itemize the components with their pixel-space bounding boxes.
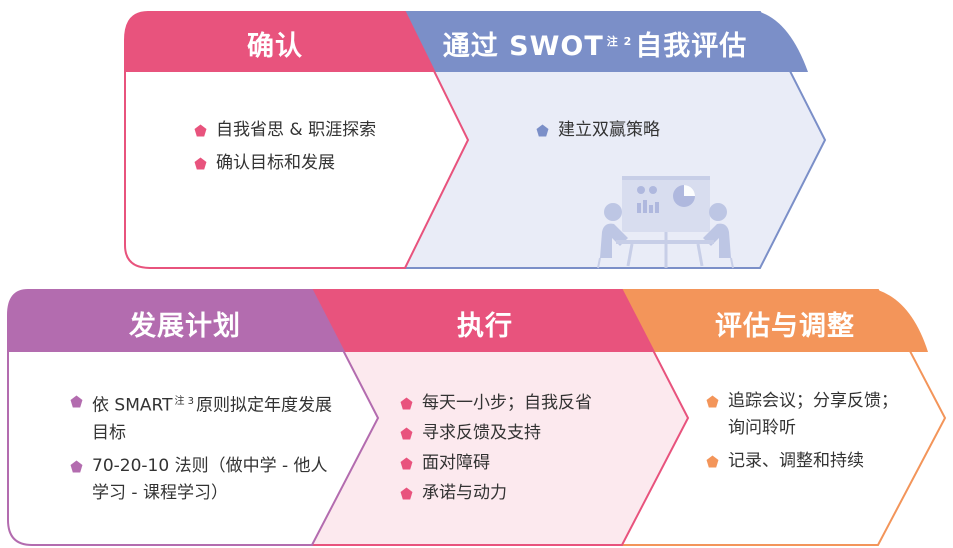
confirm-title: 确认 [247,31,303,62]
swot-title-post: 自我评估 [635,31,748,62]
pentagon-bullet-icon [400,457,413,470]
pentagon-bullet-icon [70,460,83,473]
confirm-chevron [124,11,470,269]
pentagon-bullet-icon [706,395,719,408]
list-item: 追踪会议；分享反馈；询问聆听 [706,388,901,442]
list-item: 每天一小步；自我反省 [400,390,650,417]
evaluate-chevron [599,289,947,546]
swot-title-pre: 通过 SWOT [442,31,604,62]
list-item: 确认目标和发展 [194,150,434,177]
evaluate-title: 评估与调整 [715,311,855,342]
list-item: 面对障碍 [400,450,650,477]
swot-chevron [374,11,827,269]
pentagon-bullet-icon [536,124,549,137]
pentagon-bullet-icon [400,397,413,410]
list-item: 承诺与动力 [400,480,650,507]
pentagon-bullet-icon [400,487,413,500]
plan-chevron [7,289,380,546]
pentagon-bullet-icon [706,455,719,468]
evaluate-list: 追踪会议；分享反馈；询问聆听 记录、调整和持续 [706,388,901,481]
list-item: 建立双赢策略 [536,117,776,144]
execute-title: 执行 [457,311,513,342]
list-item: 70-20-10 法则（做中学 - 他人学习 - 课程学习） [70,453,332,507]
execute-list: 每天一小步；自我反省 寻求反馈及支持 面对障碍 承诺与动力 [400,390,650,510]
confirm-list: 自我省思 & 职涯探索 确认目标和发展 [194,117,434,183]
swot-list: 建立双赢策略 [536,117,776,150]
list-item: 记录、调整和持续 [706,448,901,475]
pentagon-bullet-icon [70,395,83,408]
list-item: 自我省思 & 职涯探索 [194,117,434,144]
execute-chevron [289,289,690,546]
plan-title: 发展计划 [129,311,241,342]
meeting-illustration [597,176,734,269]
list-item: 寻求反馈及支持 [400,420,650,447]
swot-title-note: 注 2 [606,35,633,48]
pentagon-bullet-icon [194,157,207,170]
pentagon-bullet-icon [194,124,207,137]
pentagon-bullet-icon [400,427,413,440]
